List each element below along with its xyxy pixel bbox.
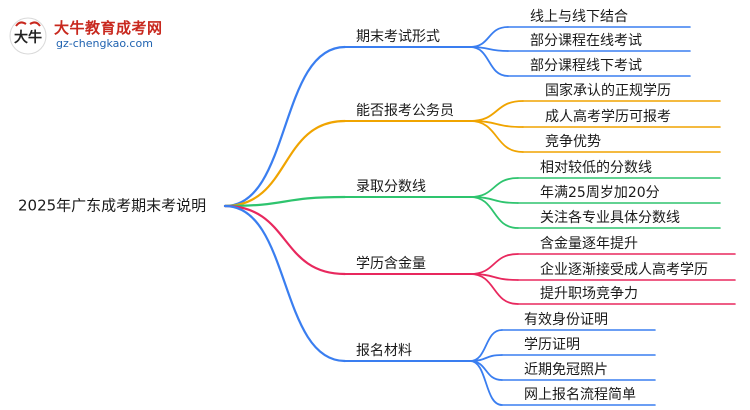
root-link-4 xyxy=(223,204,347,363)
leaf-node-1-1[interactable]: 成人高考学历可报考 xyxy=(545,108,671,125)
leaf-link-4-1 xyxy=(469,354,503,362)
root-link-2 xyxy=(223,195,347,208)
leaf-link-4-2 xyxy=(469,360,503,381)
leaf-link-3-2 xyxy=(469,273,519,305)
leaf-node-0-1[interactable]: 部分课程在线考试 xyxy=(530,33,642,49)
bull-logo-icon: 大牛 xyxy=(9,17,47,55)
leaf-node-4-0[interactable]: 有效身份证明 xyxy=(524,312,608,328)
mindmap-links xyxy=(223,26,736,406)
leaf-link-4-0 xyxy=(469,329,503,362)
leaf-link-3-0 xyxy=(469,253,519,275)
leaf-link-4-3 xyxy=(469,360,503,406)
leaf-link-2-0 xyxy=(469,177,519,198)
leaf-node-2-2[interactable]: 关注各专业具体分数线 xyxy=(540,210,680,226)
leaf-node-4-2[interactable]: 近期免冠照片 xyxy=(524,362,608,378)
site-logo[interactable]: 大牛 大牛教育成考网 gz-chengkao.com xyxy=(6,14,181,58)
leaf-node-2-0[interactable]: 相对较低的分数线 xyxy=(540,160,652,176)
leaf-link-1-0 xyxy=(469,100,524,122)
branch-node-1[interactable]: 能否报考公务员 xyxy=(356,103,454,119)
leaf-node-0-2[interactable]: 部分课程线下考试 xyxy=(530,58,642,74)
logo-title: 大牛教育成考网 xyxy=(54,19,163,37)
root-node[interactable]: 2025年广东成考期末考说明 xyxy=(18,197,206,215)
branch-node-2[interactable]: 录取分数线 xyxy=(356,179,426,195)
leaf-node-4-3[interactable]: 网上报名流程简单 xyxy=(524,386,636,403)
mindmap-nodes: 2025年广东成考期末考说明 期末考试形式 线上与线下结合部分课程在线考试部分课程线… xyxy=(18,9,708,403)
logo-glyph: 大牛 xyxy=(14,29,42,46)
logo-url: gz-chengkao.com xyxy=(56,37,153,50)
leaf-link-1-2 xyxy=(469,120,524,153)
branch-node-3[interactable]: 学历含金量 xyxy=(356,256,426,272)
leaf-node-1-0[interactable]: 国家承认的正规学历 xyxy=(545,82,671,99)
branch-node-4[interactable]: 报名材料 xyxy=(356,343,412,359)
leaf-link-2-2 xyxy=(469,196,519,229)
branch-node-0[interactable]: 期末考试形式 xyxy=(356,29,440,45)
leaf-node-1-2[interactable]: 竞争优势 xyxy=(545,133,601,150)
leaf-node-3-0[interactable]: 含金量逐年提升 xyxy=(540,236,638,252)
leaf-link-0-0 xyxy=(469,26,509,48)
root-link-0 xyxy=(223,45,347,208)
leaf-node-4-1[interactable]: 学历证明 xyxy=(524,337,580,353)
root-link-1 xyxy=(223,119,347,208)
leaf-node-3-1[interactable]: 企业逐渐接受成人高考学历 xyxy=(540,261,708,278)
leaf-node-3-2[interactable]: 提升职场竞争力 xyxy=(540,285,638,302)
leaf-link-0-2 xyxy=(469,46,509,77)
root-link-3 xyxy=(223,204,347,276)
leaf-node-2-1[interactable]: 年满25周岁加20分 xyxy=(540,185,660,201)
leaf-node-0-0[interactable]: 线上与线下结合 xyxy=(530,9,628,25)
